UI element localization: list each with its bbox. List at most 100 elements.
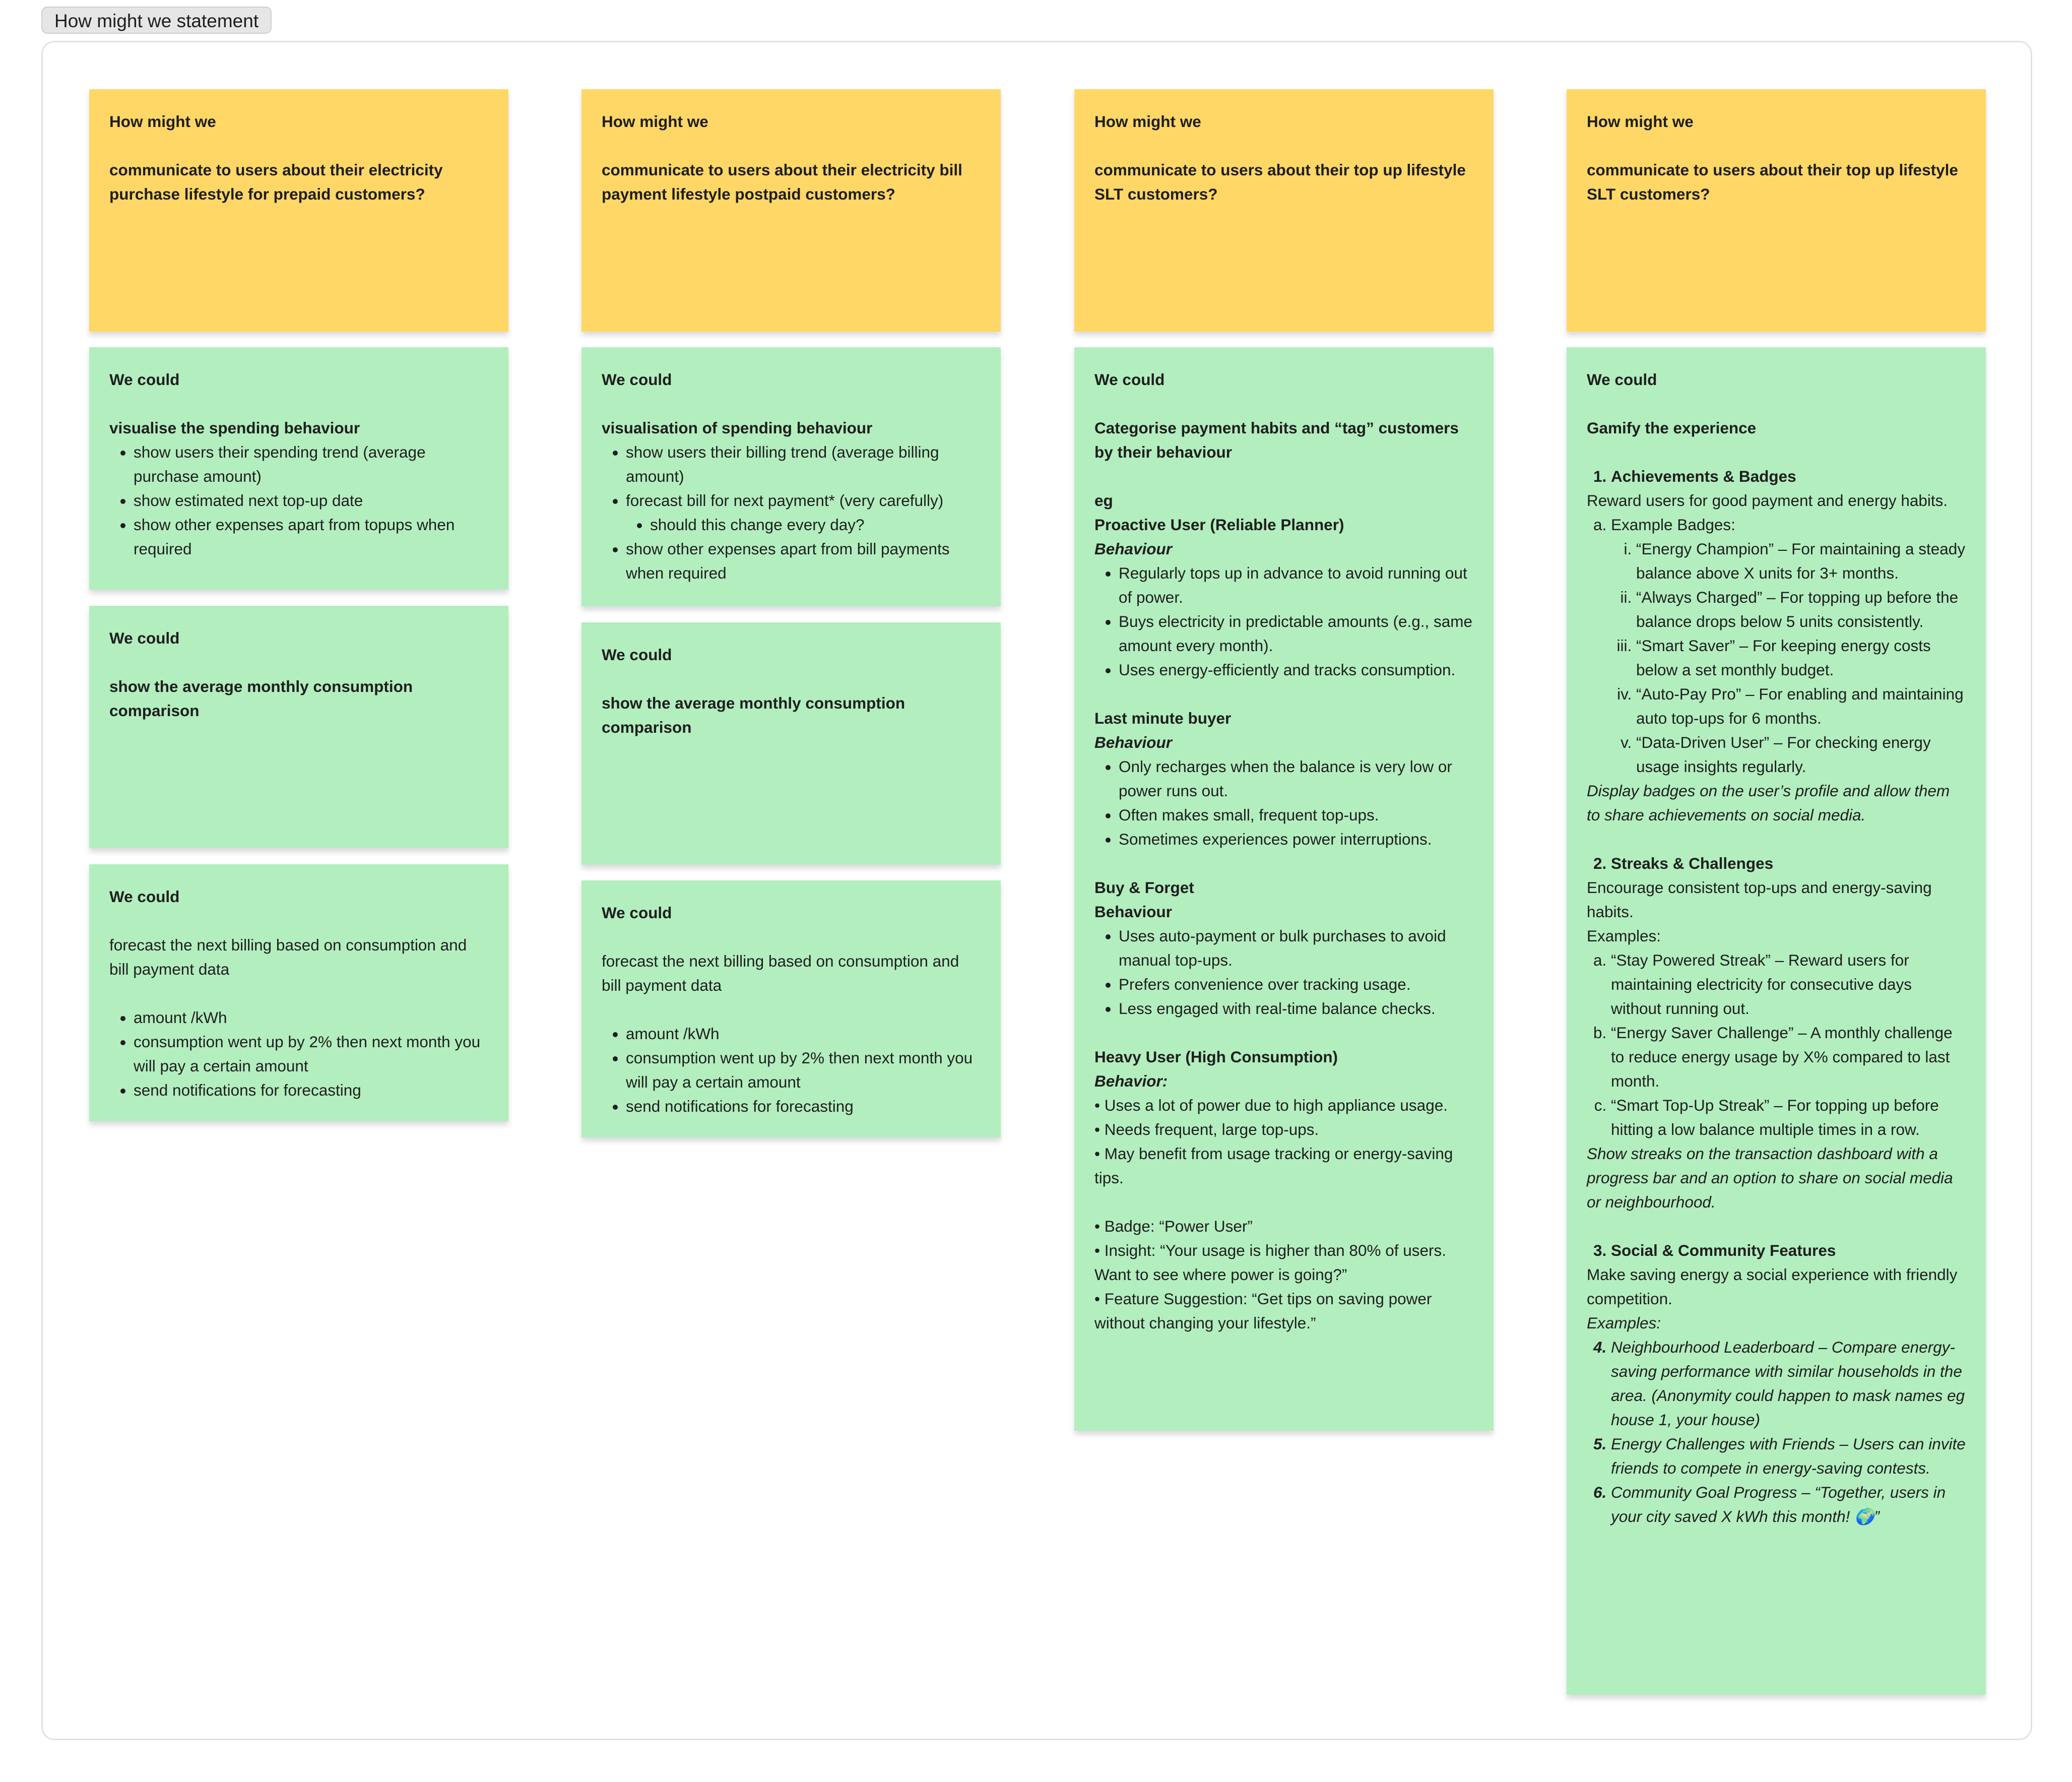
- list-item: Less engaged with real-time balance chec…: [1119, 996, 1473, 1021]
- hmw-sticky-prepaid[interactable]: How might we communicate to users about …: [89, 89, 508, 332]
- section-intro: Reward users for good payment and energy…: [1587, 491, 1948, 510]
- numbered-list: Streaks & Challenges: [1587, 851, 1966, 875]
- idea-title: show the average monthly consumption com…: [602, 694, 905, 736]
- idea-sticky-gamify[interactable]: We could Gamify the experience Achieveme…: [1567, 347, 1986, 1695]
- list-item: Community Goal Progress – “Together, use…: [1611, 1480, 1966, 1529]
- list-item: send notifications for forecasting: [134, 1078, 488, 1102]
- hmw-text: communicate to users about their electri…: [602, 161, 962, 203]
- sticky-heading: We could: [602, 904, 672, 922]
- sticky-heading: How might we: [1094, 112, 1201, 131]
- sticky-heading: We could: [109, 370, 180, 389]
- behaviour-label: Behaviour: [1094, 903, 1173, 921]
- text-line: • Insight: “Your usage is higher than 80…: [1094, 1241, 1447, 1284]
- hmw-sticky-slt-topup-2[interactable]: How might we communicate to users about …: [1567, 89, 1986, 332]
- sticky-heading: How might we: [1587, 112, 1694, 131]
- bullet-list: Only recharges when the balance is very …: [1094, 754, 1473, 851]
- list-item: Often makes small, frequent top-ups.: [1119, 803, 1473, 827]
- idea-sticky-categorise-habits[interactable]: We could Categorise payment habits and “…: [1074, 347, 1494, 1431]
- bullet-list: amount /kWh consumption went up by 2% th…: [602, 1022, 981, 1118]
- idea-title: show the average monthly consumption com…: [109, 677, 413, 720]
- idea-text: forecast the next billing based on consu…: [602, 952, 959, 994]
- group-name: Buy & Forget: [1094, 878, 1194, 897]
- sticky-heading: We could: [109, 887, 180, 906]
- list-item: show users their billing trend (average …: [626, 440, 981, 488]
- section-note: Display badges on the user’s profile and…: [1587, 782, 1950, 824]
- list-item: consumption went up by 2% then next mont…: [134, 1030, 488, 1078]
- list-item: amount /kWh: [626, 1022, 981, 1046]
- hmw-sticky-slt-topup[interactable]: How might we communicate to users about …: [1074, 89, 1494, 332]
- list-item: send notifications for forecasting: [626, 1094, 981, 1118]
- list-item: Neighbourhood Leaderboard – Compare ener…: [1611, 1335, 1966, 1432]
- section-note: Show streaks on the transaction dashboar…: [1587, 1144, 1953, 1211]
- list-item: Regularly tops up in advance to avoid ru…: [1119, 561, 1473, 609]
- hmw-text: communicate to users about their top up …: [1094, 161, 1466, 203]
- section-label[interactable]: How might we statement: [41, 7, 272, 34]
- idea-sticky-monthly-consumption[interactable]: We could show the average monthly consum…: [581, 622, 1001, 865]
- list-item: show other expenses apart from bill paym…: [626, 537, 981, 585]
- list-item: Buys electricity in predictable amounts …: [1119, 609, 1473, 658]
- idea-title: visualise the spending behaviour: [109, 419, 360, 437]
- sticky-heading: We could: [109, 629, 180, 647]
- text-line: • Badge: “Power User”: [1094, 1217, 1253, 1235]
- idea-sticky-visualisation-spending[interactable]: We could visualisation of spending behav…: [581, 347, 1001, 606]
- list-item: Sometimes experiences power interruption…: [1119, 827, 1473, 851]
- list-item-text: Example Badges:: [1611, 516, 1735, 534]
- sub-bullet-list: should this change every day?: [626, 513, 981, 537]
- bullet-list: show users their billing trend (average …: [602, 440, 981, 585]
- idea-title: Gamify the experience: [1587, 419, 1757, 437]
- list-item: “Energy Saver Challenge” – A monthly cha…: [1611, 1021, 1966, 1093]
- list-item: show other expenses apart from topups wh…: [134, 513, 488, 561]
- section-intro: Encourage consistent top-ups and energy-…: [1587, 878, 1932, 921]
- hmw-sticky-postpaid[interactable]: How might we communicate to users about …: [581, 89, 1001, 332]
- hmw-text: communicate to users about their electri…: [109, 161, 443, 203]
- group-name: Proactive User (Reliable Planner): [1094, 516, 1344, 534]
- list-item: “Smart Saver” – For keeping energy costs…: [1636, 633, 1966, 682]
- list-item: “Always Charged” – For topping up before…: [1636, 585, 1966, 633]
- bullet-list: amount /kWh consumption went up by 2% th…: [109, 1005, 488, 1102]
- list-item: “Stay Powered Streak” – Reward users for…: [1611, 948, 1966, 1021]
- list-item: Example Badges: “Energy Champion” – For …: [1611, 513, 1966, 779]
- list-item: forecast bill for next payment* (very ca…: [626, 488, 981, 537]
- idea-sticky-forecast-billing[interactable]: We could forecast the next billing based…: [581, 880, 1001, 1137]
- section-title: Achievements & Badges: [1611, 464, 1966, 488]
- alpha-list: “Stay Powered Streak” – Reward users for…: [1587, 948, 1966, 1141]
- sticky-heading: We could: [602, 646, 672, 664]
- group-name: Last minute buyer: [1094, 709, 1232, 727]
- list-item: “Auto-Pay Pro” – For enabling and mainta…: [1636, 682, 1966, 730]
- list-item: Prefers convenience over tracking usage.: [1119, 972, 1473, 996]
- sticky-heading: We could: [602, 370, 672, 389]
- list-item: “Energy Champion” – For maintaining a st…: [1636, 537, 1966, 585]
- list-item: Energy Challenges with Friends – Users c…: [1611, 1432, 1966, 1480]
- idea-sticky-forecast-billing[interactable]: We could forecast the next billing based…: [89, 864, 508, 1121]
- eg-label: eg: [1094, 491, 1113, 510]
- sticky-heading: We could: [1587, 370, 1657, 389]
- behaviour-label: Behaviour: [1094, 540, 1173, 558]
- idea-sticky-visualise-spending[interactable]: We could visualise the spending behaviou…: [89, 347, 508, 590]
- numbered-list: Social & Community Features: [1587, 1238, 1966, 1262]
- bullet-list: show users their spending trend (average…: [109, 440, 488, 561]
- badge-list: “Energy Champion” – For maintaining a st…: [1611, 537, 1966, 779]
- bullet-list: Regularly tops up in advance to avoid ru…: [1094, 561, 1473, 682]
- sticky-heading: How might we: [602, 112, 708, 131]
- list-item: amount /kWh: [134, 1005, 488, 1030]
- examples-label: Examples:: [1587, 1314, 1661, 1332]
- examples-label: Examples:: [1587, 927, 1661, 945]
- bullet-list: Uses auto-payment or bulk purchases to a…: [1094, 924, 1473, 1021]
- list-item: should this change every day?: [650, 513, 981, 537]
- behaviour-label: Behaviour: [1094, 733, 1173, 751]
- behaviour-label: Behavior:: [1094, 1072, 1168, 1090]
- hmw-text: communicate to users about their top up …: [1587, 161, 1958, 203]
- sticky-heading: We could: [1094, 370, 1165, 389]
- text-line: • Uses a lot of power due to high applia…: [1094, 1096, 1448, 1114]
- idea-text: forecast the next billing based on consu…: [109, 936, 467, 978]
- list-item: show estimated next top-up date: [134, 488, 488, 513]
- text-line: • May benefit from usage tracking or ene…: [1094, 1144, 1453, 1187]
- list-item: Uses auto-payment or bulk purchases to a…: [1119, 924, 1473, 972]
- list-item-text: forecast bill for next payment* (very ca…: [626, 491, 944, 510]
- list-item: Uses energy-efficiently and tracks consu…: [1119, 658, 1473, 682]
- list-item: “Smart Top-Up Streak” – For topping up b…: [1611, 1093, 1966, 1141]
- section-intro: Make saving energy a social experience w…: [1587, 1265, 1958, 1308]
- idea-sticky-monthly-consumption[interactable]: We could show the average monthly consum…: [89, 606, 508, 848]
- section-title: Streaks & Challenges: [1611, 851, 1966, 875]
- numbered-list: Achievements & Badges: [1587, 464, 1966, 488]
